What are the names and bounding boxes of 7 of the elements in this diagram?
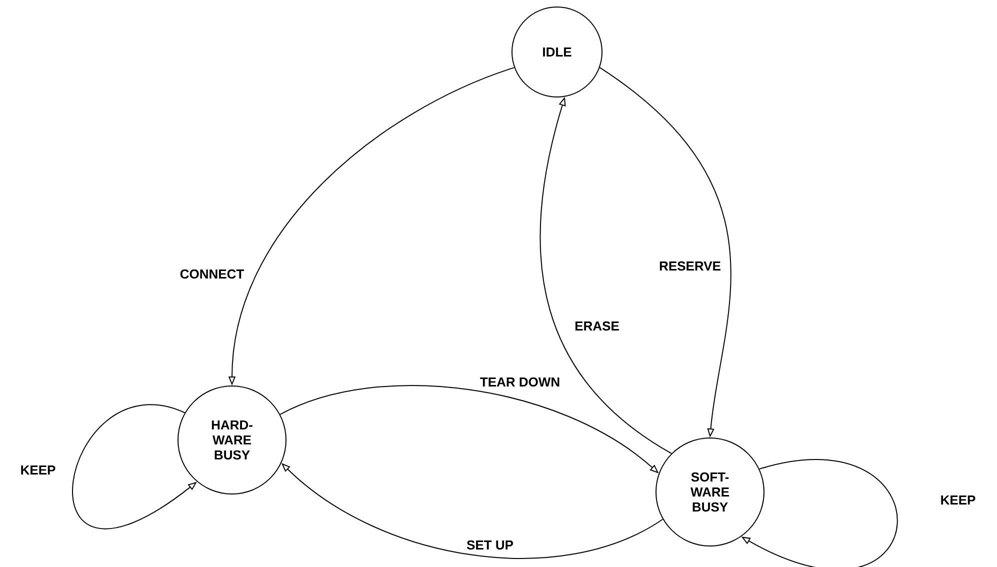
edge-label: KEEP <box>941 496 976 504</box>
edge-label: CONNECT <box>180 269 244 279</box>
edge-label: ERASE <box>575 321 619 331</box>
edge-label: RESERVE <box>660 261 720 271</box>
edge-label: SET UP <box>466 540 514 550</box>
edge-label: KEEP <box>21 466 56 474</box>
edge-label: TEAR DOWN <box>480 377 560 387</box>
